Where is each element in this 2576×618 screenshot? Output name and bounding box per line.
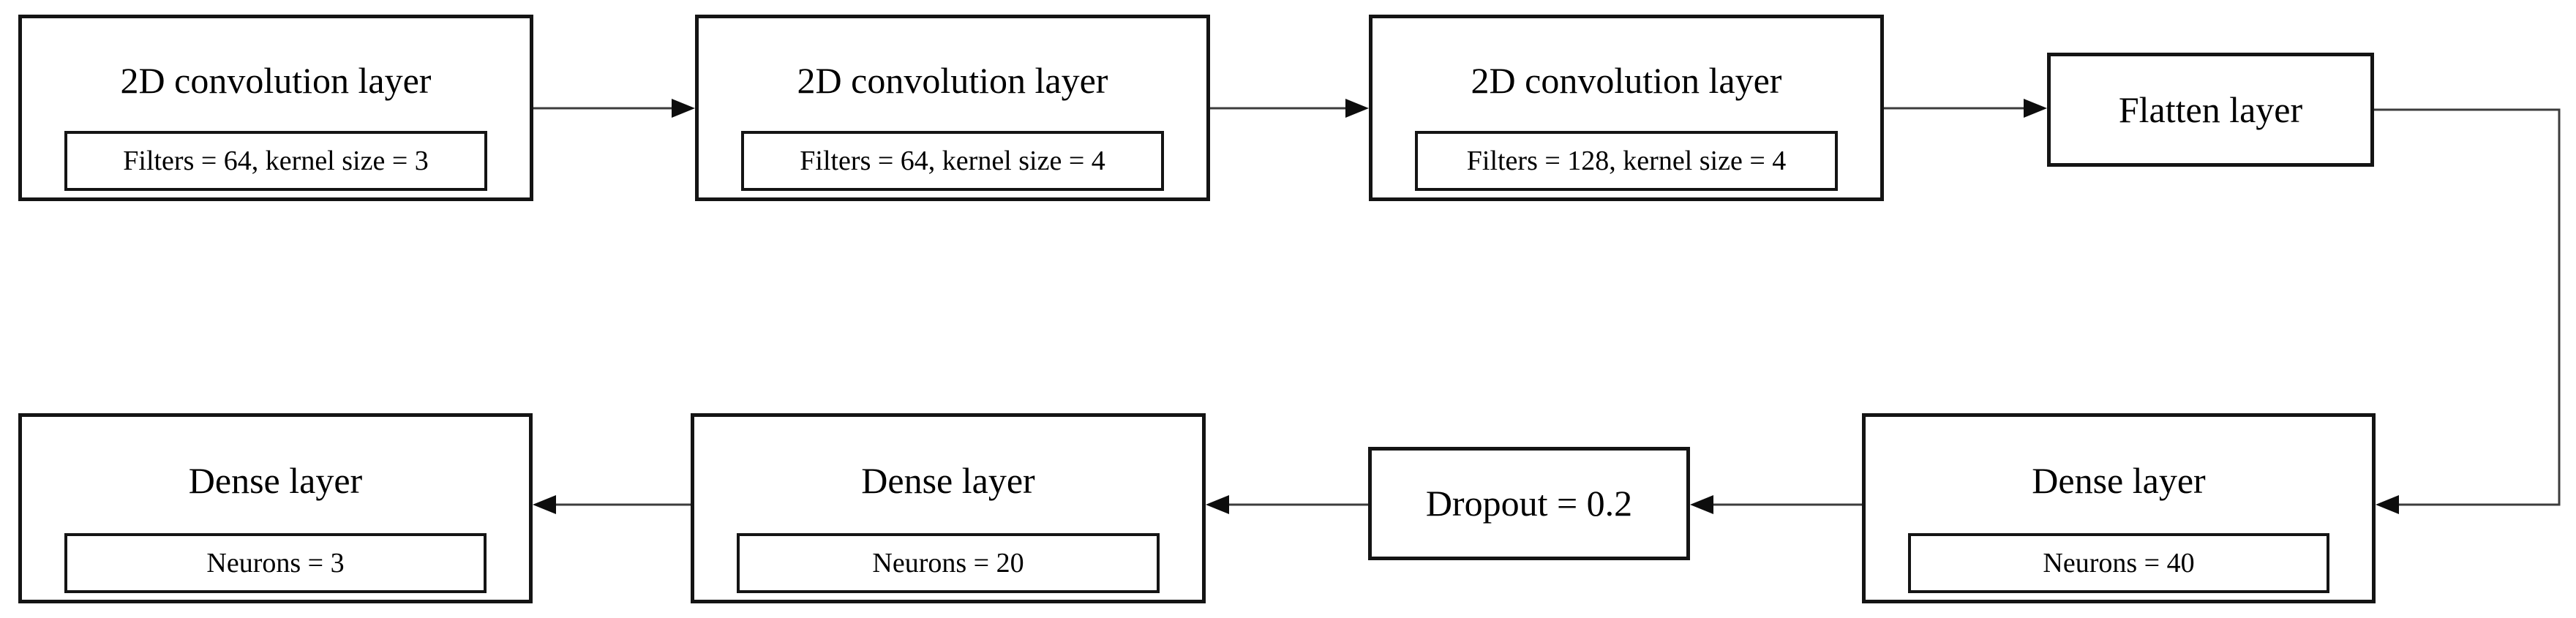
- elbow-arrow-flatten-to-dense40: [2374, 108, 2561, 514]
- node-dense-layer-1: Dense layer Neurons = 40: [1862, 413, 2376, 603]
- node-dropout-layer: Dropout = 0.2: [1368, 447, 1690, 560]
- node-flatten-layer: Flatten layer: [2047, 53, 2374, 167]
- layer-params: Filters = 64, kernel size = 3: [123, 146, 429, 176]
- layer-params-box: Neurons = 3: [64, 533, 487, 593]
- layer-title: 2D convolution layer: [797, 59, 1108, 101]
- layer-params: Filters = 64, kernel size = 4: [800, 146, 1105, 176]
- layer-title: Dense layer: [2032, 460, 2206, 501]
- arrowhead-right-icon: [2024, 99, 2047, 118]
- arrow-dense40-to-dropout: [1690, 495, 1862, 514]
- arrowhead-right-icon: [1345, 99, 1369, 118]
- layer-params: Neurons = 3: [206, 548, 345, 579]
- layer-params-box: Filters = 64, kernel size = 3: [64, 131, 487, 191]
- layer-params-box: Neurons = 40: [1908, 533, 2329, 593]
- arrow-dropout-to-dense20: [1206, 495, 1368, 514]
- arrow-conv3-to-flatten: [1884, 99, 2047, 118]
- arrowhead-right-icon: [672, 99, 695, 118]
- layer-params-box: Neurons = 20: [737, 533, 1160, 593]
- arrowhead-left-icon: [1690, 495, 1713, 514]
- layer-params-box: Filters = 128, kernel size = 4: [1415, 131, 1838, 191]
- layer-title: Dense layer: [861, 460, 1035, 501]
- node-dense-layer-output: Dense layer Neurons = 3: [18, 413, 533, 603]
- arrowhead-left-icon: [1206, 495, 1229, 514]
- layer-params: Neurons = 20: [872, 548, 1024, 579]
- layer-params: Neurons = 40: [2043, 548, 2195, 579]
- node-dense-layer-2: Dense layer Neurons = 20: [691, 413, 1206, 603]
- arrow-conv2-to-conv3: [1210, 99, 1369, 118]
- layer-title: 2D convolution layer: [120, 59, 432, 101]
- layer-title: Flatten layer: [2118, 88, 2303, 130]
- arrow-conv1-to-conv2: [533, 99, 695, 118]
- node-conv-layer-2: 2D convolution layer Filters = 64, kerne…: [695, 15, 1210, 201]
- arrow-dense20-to-dense3: [533, 495, 691, 514]
- layer-title: Dropout = 0.2: [1425, 483, 1633, 524]
- layer-title: Dense layer: [188, 460, 363, 501]
- arrowhead-left-icon: [533, 495, 556, 514]
- node-conv-layer-1: 2D convolution layer Filters = 64, kerne…: [18, 15, 533, 201]
- layer-params-box: Filters = 64, kernel size = 4: [741, 131, 1164, 191]
- node-conv-layer-3: 2D convolution layer Filters = 128, kern…: [1369, 15, 1884, 201]
- layer-title: 2D convolution layer: [1471, 59, 1782, 101]
- arrowhead-left-icon: [2376, 495, 2399, 514]
- layer-params: Filters = 128, kernel size = 4: [1466, 146, 1787, 176]
